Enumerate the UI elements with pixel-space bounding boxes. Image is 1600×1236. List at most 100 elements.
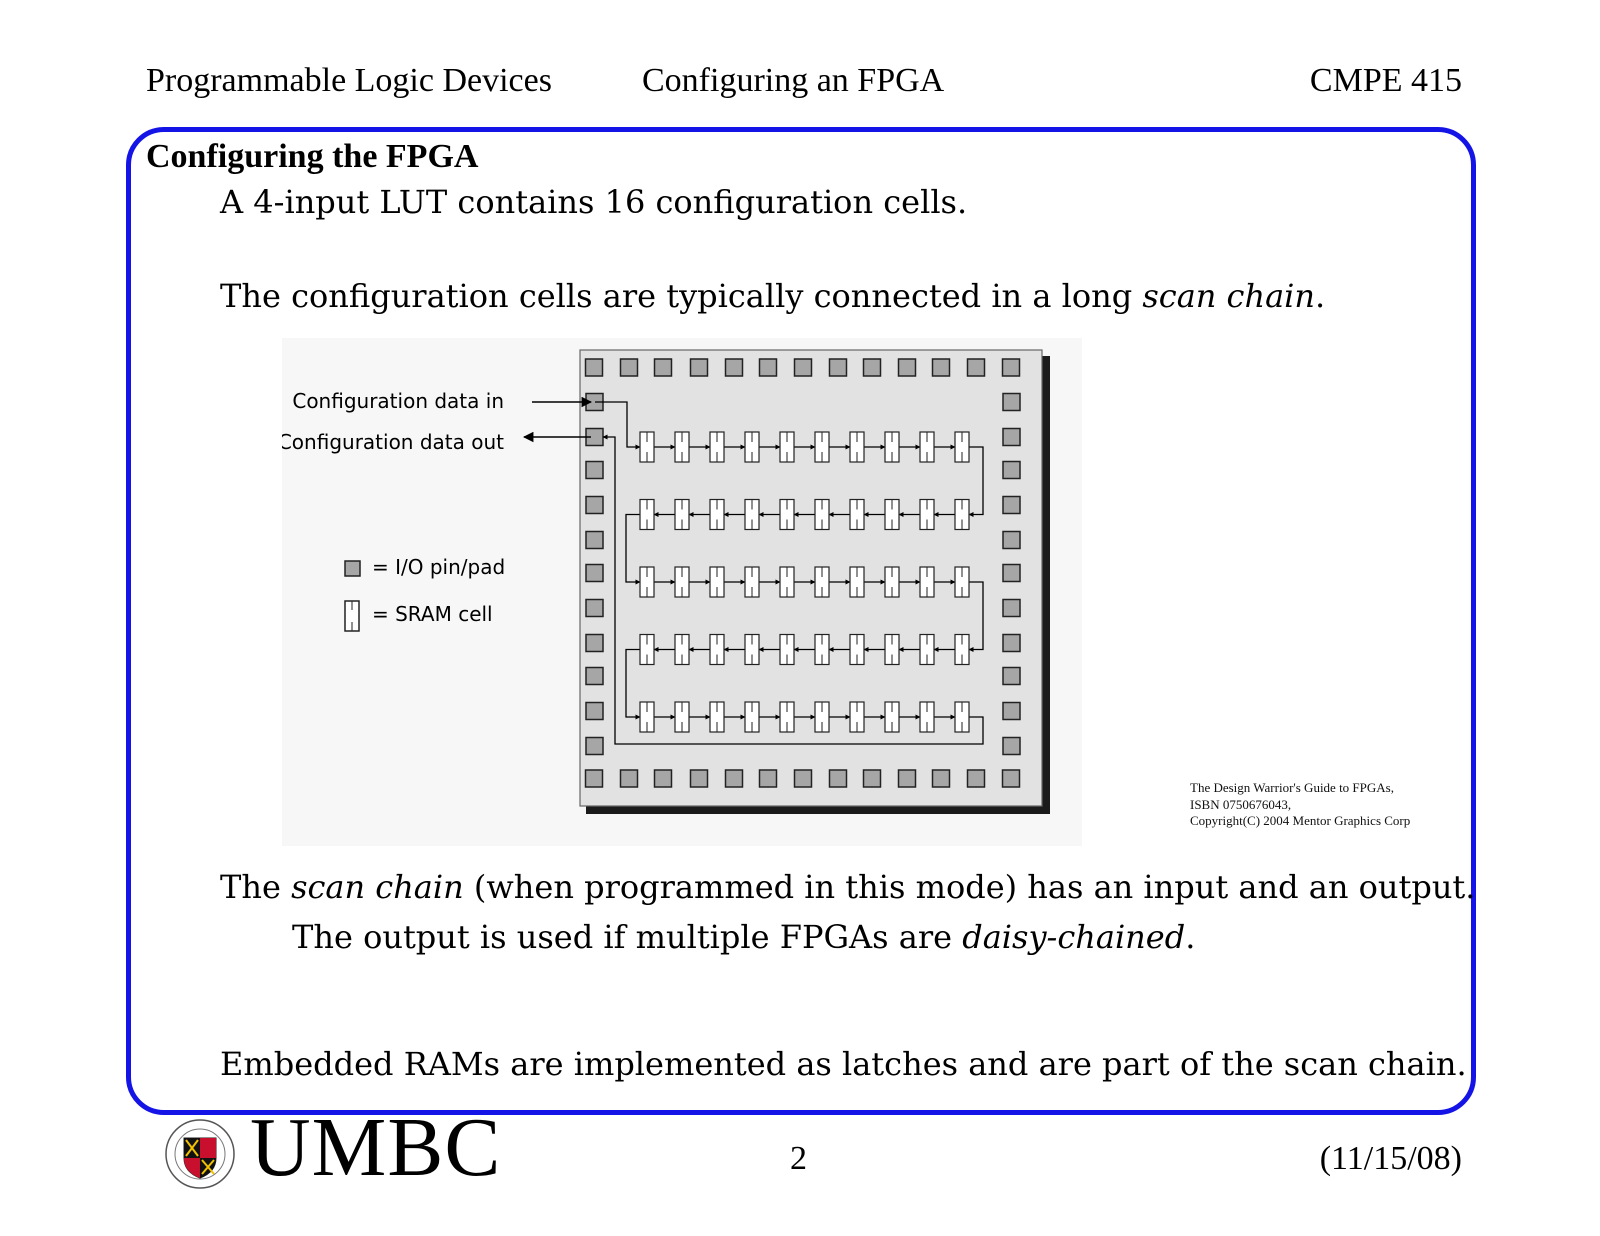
paragraph-daisy-chain: The output is used if multiple FPGAs are…: [292, 918, 1196, 956]
chain-output-wire: [602, 434, 984, 745]
sram-cell: [814, 701, 830, 733]
io-pad: [1002, 633, 1021, 653]
io-pad: [584, 358, 604, 377]
io-pad: [931, 358, 951, 377]
io-pad: [1002, 598, 1021, 618]
io-pad: [862, 358, 882, 377]
sram-cell: [884, 701, 900, 733]
sram-cell: [709, 566, 725, 598]
sram-cell: [919, 431, 935, 463]
sram-cell: [779, 498, 795, 531]
sram-cell: [954, 498, 970, 531]
sram-cell: [674, 431, 690, 463]
io-pad: [619, 769, 639, 788]
paragraph-embedded-ram: Embedded RAMs are implemented as latches…: [220, 1045, 1467, 1083]
sram-cell: [709, 431, 725, 463]
legend-pad-label: = I/O pin/pad: [372, 555, 505, 579]
io-pad: [828, 358, 848, 377]
sram-cell: [954, 431, 970, 463]
sram-cell: [849, 701, 865, 733]
io-pad: [585, 530, 604, 550]
io-pad: [793, 358, 813, 377]
sram-cell: [744, 633, 760, 666]
io-pad: [619, 358, 639, 377]
io-pad: [1002, 495, 1021, 515]
io-pad: [1002, 427, 1021, 447]
io-pad: [1001, 358, 1021, 377]
sram-cell: [674, 633, 690, 666]
io-pad: [862, 769, 882, 788]
sram-cell: [779, 566, 795, 598]
chain-turn-right: [968, 581, 984, 653]
io-pad: [897, 769, 917, 788]
sram-cell: [639, 701, 655, 733]
header-course-topic: Programmable Logic Devices: [146, 62, 552, 99]
sram-cell: [639, 566, 655, 598]
sram-cell: [919, 633, 935, 666]
chain-turn-left: [625, 648, 641, 720]
io-pad: [585, 495, 604, 515]
sram-cell: [709, 498, 725, 531]
io-pad: [585, 633, 604, 653]
sram-cell: [849, 498, 865, 531]
header-course-code: CMPE 415: [1309, 62, 1462, 99]
io-pad: [931, 769, 951, 788]
sram-cell: [884, 633, 900, 666]
sram-cell: [954, 566, 970, 598]
paragraph-input-output: The scan chain (when programmed in this …: [220, 868, 1476, 906]
sram-cell: [744, 498, 760, 531]
sram-cell: [709, 633, 725, 666]
sram-cell: [779, 633, 795, 666]
sram-cell: [884, 431, 900, 463]
umbc-seal-icon: [164, 1118, 236, 1195]
credit-line-2: ISBN 0750676043,: [1190, 796, 1292, 812]
page-number: 2: [790, 1140, 807, 1177]
figure-credit: The Design Warrior's Guide to FPGAs, ISB…: [1190, 780, 1460, 830]
credit-line-3: Copyright(C) 2004 Mentor Graphics Corp: [1190, 813, 1411, 828]
umbc-logo-text: UMBC: [250, 1101, 502, 1194]
io-pad: [584, 769, 604, 788]
sram-cell: [744, 431, 760, 463]
io-pad: [1002, 666, 1021, 686]
io-pad: [1002, 563, 1021, 583]
io-pad: [1001, 769, 1021, 788]
sram-cell: [814, 498, 830, 531]
io-pad: [897, 358, 917, 377]
io-pad: [966, 769, 986, 788]
header-lecture-title: Configuring an FPGA: [642, 62, 945, 99]
io-pad: [585, 460, 604, 480]
sram-cell: [884, 566, 900, 598]
slide-frame: [126, 127, 1476, 1115]
io-pad: [724, 769, 744, 788]
io-pads: [584, 358, 1021, 788]
sram-cell: [954, 701, 970, 733]
io-pad: [585, 701, 604, 721]
io-pad: [689, 358, 709, 377]
sram-cell: [744, 566, 760, 598]
sram-cell: [709, 701, 725, 733]
io-pad: [828, 769, 848, 788]
sram-cell: [639, 498, 655, 531]
io-pad: [1002, 701, 1021, 721]
sram-cell: [639, 633, 655, 666]
io-pad: [653, 358, 673, 377]
sram-cell: [814, 566, 830, 598]
io-pad: [724, 358, 744, 377]
chain-input-wire: [595, 401, 641, 450]
sram-cell: [779, 701, 795, 733]
chain-turn-right: [968, 446, 984, 518]
io-pad: [758, 769, 778, 788]
sram-cell: [674, 498, 690, 531]
sram-cell: [814, 431, 830, 463]
io-pad: [585, 666, 604, 686]
sram-cell: [849, 633, 865, 666]
sram-cell: [814, 633, 830, 666]
scan-chain-figure: Configuration data in Configuration data…: [282, 338, 1082, 846]
sram-cell: [779, 431, 795, 463]
io-pad: [1002, 392, 1021, 412]
chain-turn-left: [625, 513, 641, 585]
legend-pad-swatch: [344, 560, 361, 577]
io-pad: [653, 769, 673, 788]
credit-line-1: The Design Warrior's Guide to FPGAs,: [1190, 780, 1394, 795]
sram-cell: [919, 566, 935, 598]
